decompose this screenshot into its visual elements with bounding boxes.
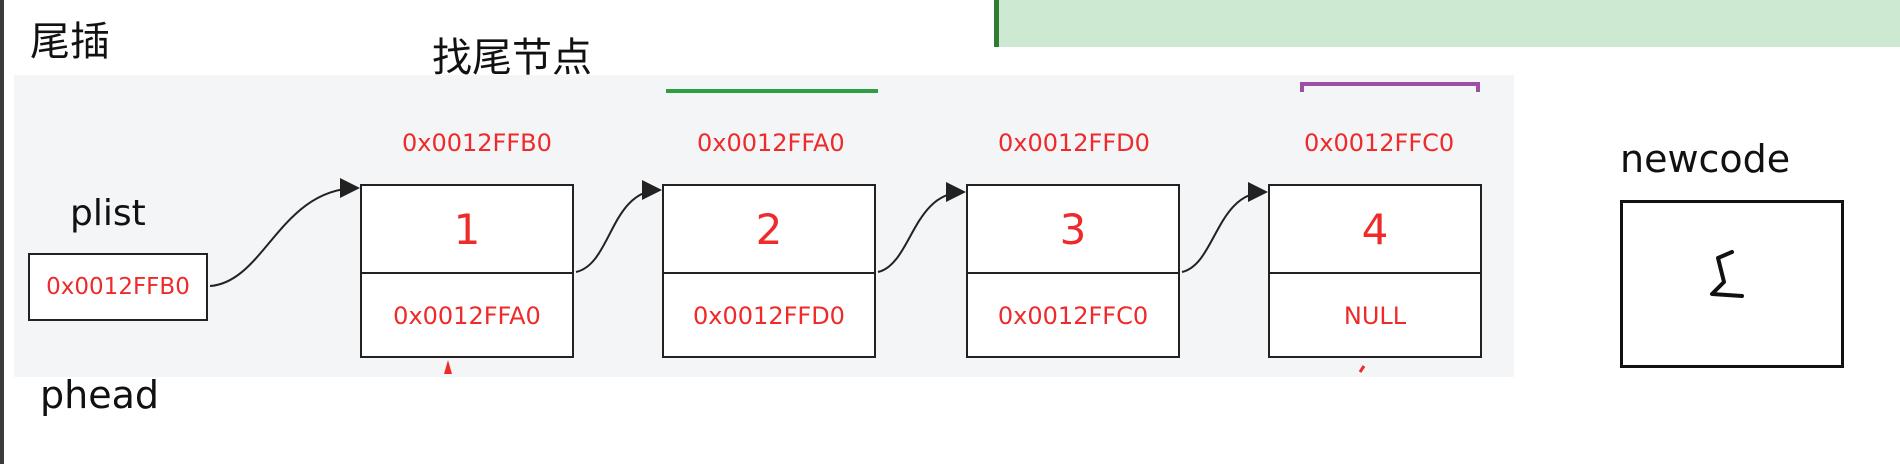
plist-label: plist <box>70 193 146 234</box>
newcode-label: newcode <box>1620 137 1791 181</box>
arrow-node1-to-node2 <box>575 180 662 273</box>
plist-pointer-box: 0x0012FFB0 <box>28 253 208 321</box>
list-node: 2 0x0012FFD0 <box>662 184 876 358</box>
node-address: 0x0012FFA0 <box>697 129 845 157</box>
handwritten-digit <box>1710 250 1744 298</box>
arrow-node3-to-node4 <box>1181 182 1268 273</box>
arrow-node2-to-node3 <box>877 182 966 273</box>
list-node: 4 NULL <box>1268 184 1482 358</box>
arrow-plist-to-node1 <box>209 178 360 287</box>
node-address: 0x0012FFC0 <box>1304 129 1455 157</box>
red-tick-icon <box>1358 365 1366 373</box>
node-address: 0x0012FFB0 <box>402 129 552 157</box>
node-value: 3 <box>968 186 1178 274</box>
node-value: 2 <box>664 186 874 274</box>
node-next-pointer: 0x0012FFA0 <box>393 302 541 330</box>
node-value: 1 <box>362 186 572 274</box>
node-next-pointer: 0x0012FFC0 <box>997 302 1149 330</box>
plist-value: 0x0012FFB0 <box>46 273 190 300</box>
red-marker-icon <box>444 360 452 374</box>
new-node-box <box>1620 200 1844 368</box>
left-border <box>0 0 4 464</box>
green-note-panel <box>994 0 1900 47</box>
tail-insert-label: 尾插 <box>30 19 110 65</box>
phead-label: phead <box>40 373 159 417</box>
node-value: 4 <box>1270 186 1480 274</box>
node-next-pointer: NULL <box>1343 302 1407 330</box>
list-node: 1 0x0012FFA0 <box>360 184 574 358</box>
list-node: 3 0x0012FFC0 <box>966 184 1180 358</box>
node-next-pointer: 0x0012FFD0 <box>693 302 845 330</box>
find-tail-label: 找尾节点 <box>432 35 592 81</box>
node-address: 0x0012FFD0 <box>998 129 1150 157</box>
purple-highlight-bracket <box>1300 82 1480 92</box>
